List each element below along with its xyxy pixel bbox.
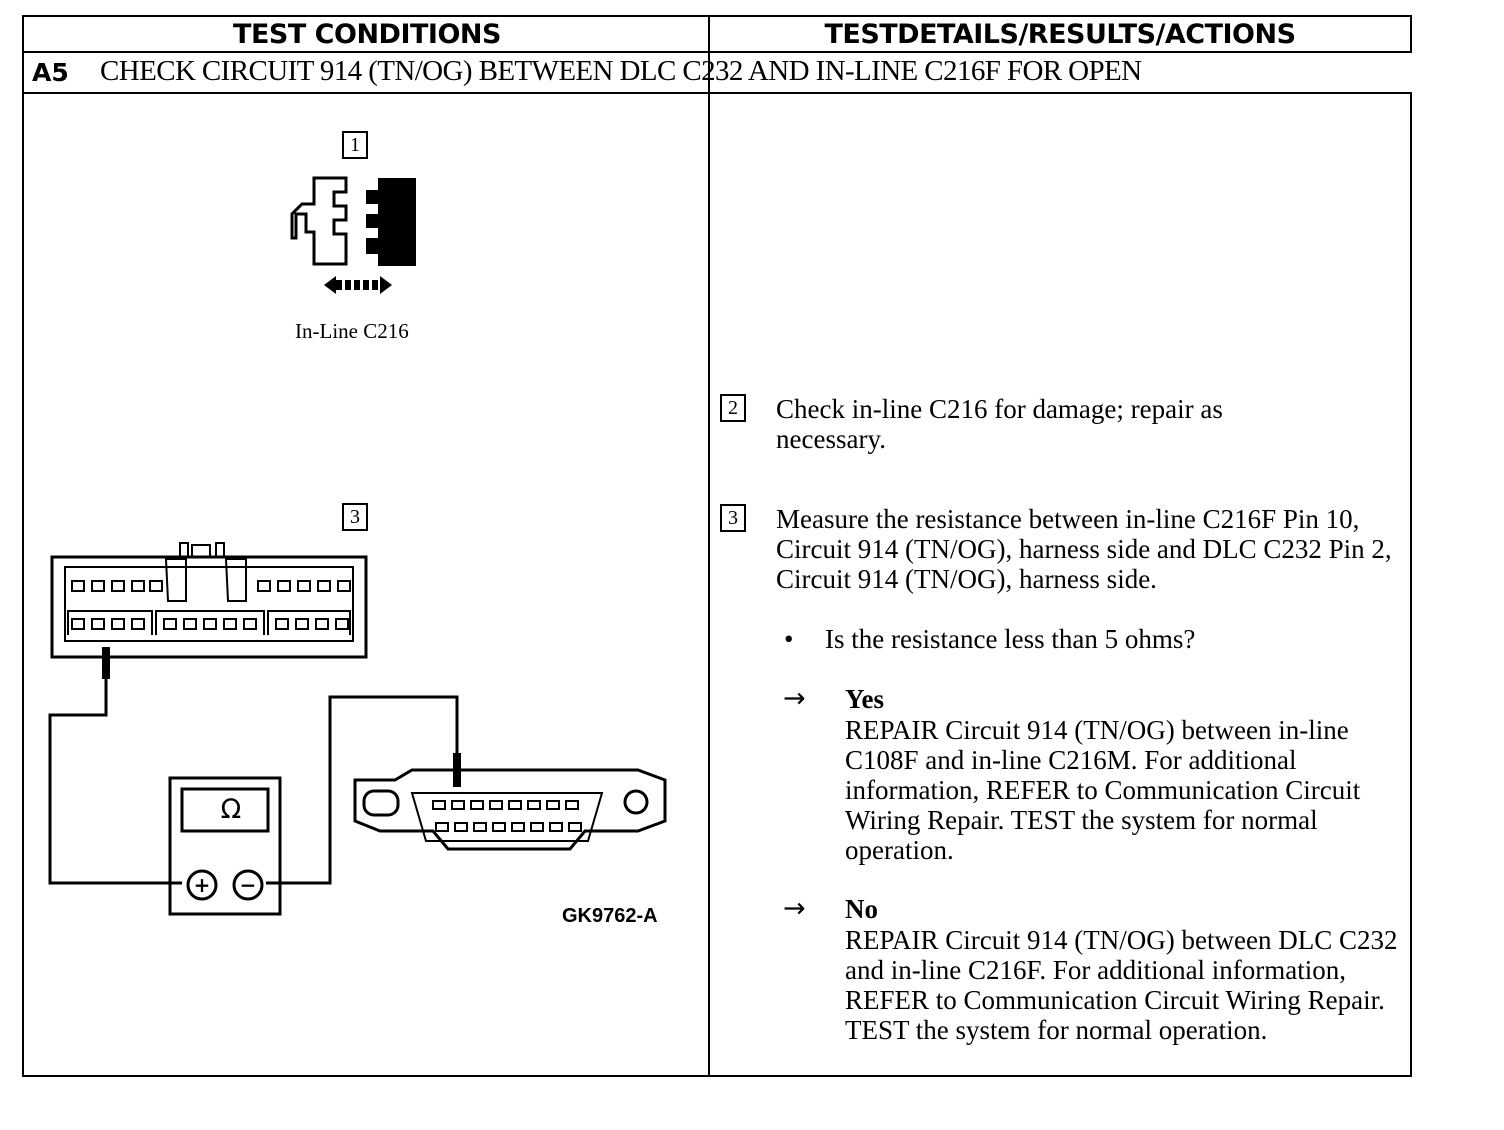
connector-female-half [366,178,416,266]
inline-connector-diagram [290,176,416,294]
resistance-test-diagram [48,542,667,916]
dlc-c232-pins [432,800,582,832]
callout-3: 3 [342,503,368,531]
step-title: CHECK CIRCUIT 914 (TN/OG) BETWEEN DLC C2… [100,55,1142,87]
step-id: A5 [32,58,69,87]
ohm-symbol: Ω [220,794,242,825]
callout-1: 1 [342,131,368,159]
lead-wire-positive [48,679,182,885]
connector-male-half [290,176,348,266]
step-3-text: Measure the resistance between in-line C… [776,504,1392,594]
header-test-conditions: TEST CONDITIONS [233,19,501,50]
step-2-text: Check in-line C216 for damage; repair as… [776,394,1223,454]
dlc-c232-connector [353,768,667,851]
figure-id: GK9762-A [562,905,658,927]
step-2-number: 2 [720,394,746,422]
no-action: REPAIR Circuit 914 (TN/OG) between DLC C… [845,925,1398,1045]
probe-c216f [102,647,110,679]
c216f-pins [67,580,351,635]
meter-minus-terminal: − [239,873,257,897]
yes-action: REPAIR Circuit 914 (TN/OG) between in-li… [845,715,1361,865]
step-title-bar [24,53,1412,92]
question: Is the resistance less than 5 ohms? [825,624,1196,654]
probe-dlc [453,753,461,787]
bullet: • [784,624,794,654]
title-divider [24,92,1412,94]
meter-plus-terminal: + [193,873,211,897]
yes-arrow-icon: → [783,683,806,714]
procedure-table: TEST CONDITIONS TESTDETAILS/RESULTS/ACTI… [22,15,1412,1077]
ohmmeter [168,776,282,916]
no-arrow-icon: → [783,893,806,924]
connector-label: In-Line C216 [295,319,409,343]
no-label: No [845,894,878,924]
step-3-number: 3 [720,504,746,532]
header-divider [24,51,1412,53]
c216f-connector [50,542,368,659]
column-divider [708,17,710,1077]
lead-wire-negative [266,695,459,885]
yes-label: Yes [845,684,884,714]
header-test-details: TESTDETAILS/RESULTS/ACTIONS [824,19,1296,50]
disconnect-arrow-icon [324,276,392,294]
